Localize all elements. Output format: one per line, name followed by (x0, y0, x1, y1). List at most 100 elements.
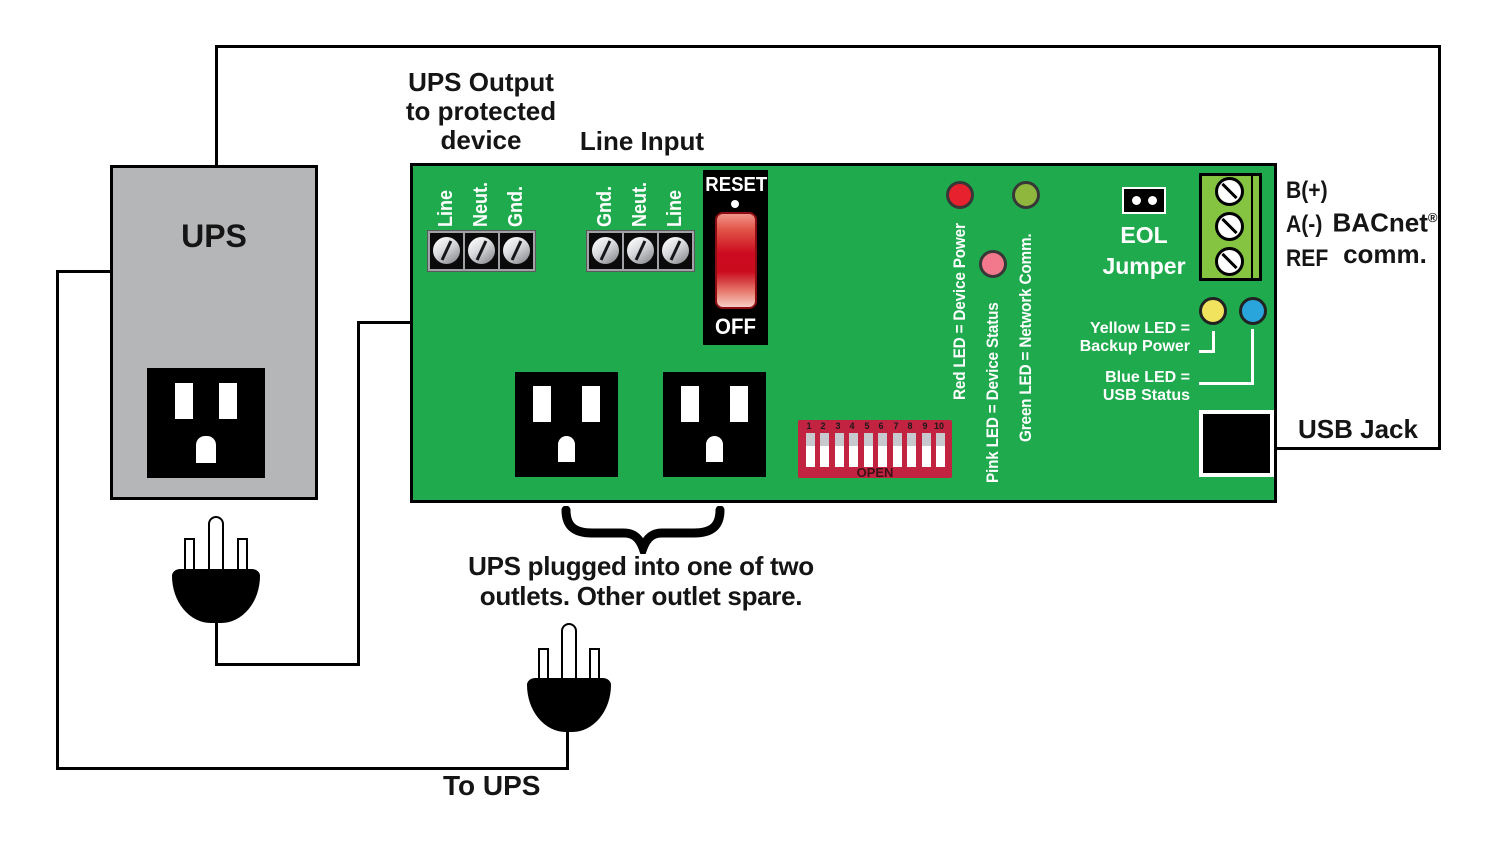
dip-number: 6 (878, 421, 884, 431)
dip-number: 5 (864, 421, 870, 431)
terminal-cell (589, 233, 622, 269)
outlet-slot-icon (582, 386, 600, 422)
dip-toggle[interactable] (907, 433, 916, 467)
wire-usb-cable-seg1 (215, 45, 218, 168)
reset-label: RESET (705, 174, 768, 196)
reset-switch[interactable]: RESET OFF (703, 170, 768, 345)
board-outlet-2 (663, 372, 766, 477)
dip-switch[interactable]: 1 2 3 4 5 6 7 8 9 10 OPEN (798, 420, 952, 480)
ups-output-terminal-block (427, 230, 536, 272)
yellow-led-label: Yellow LED = Backup Power (1060, 320, 1190, 356)
dip-toggle[interactable] (922, 433, 931, 467)
terminal-cell (659, 233, 692, 269)
jumper-pin-icon (1148, 196, 1157, 205)
plug-prong-icon (184, 538, 195, 571)
blue-led-leader (1251, 329, 1254, 385)
terminal-cell (430, 233, 463, 269)
outlet-ground-icon (196, 436, 216, 463)
blue-led-label-line1: Blue LED = (1105, 369, 1190, 386)
screw-icon (662, 237, 689, 264)
screw-icon (433, 237, 460, 264)
plug-prong-icon (538, 648, 549, 680)
eol-label-line2: Jumper (1102, 253, 1186, 279)
line-input-terminal-block (586, 230, 695, 272)
board-outlet-1 (515, 372, 618, 477)
green-led-label: Green LED = Network Comm. (1016, 233, 1035, 442)
ups-output-heading-line1: UPS Output (408, 67, 554, 97)
off-label: OFF (715, 314, 756, 339)
blue-led-label-line2: USB Status (1102, 387, 1190, 404)
terminal-label-neut-1: Neut. (470, 182, 492, 227)
screw-icon (592, 237, 619, 264)
line-input-heading: Line Input (579, 126, 705, 156)
dip-toggle[interactable] (806, 433, 815, 467)
red-led-label: Red LED = Device Power (950, 223, 969, 400)
eol-jumper[interactable] (1122, 187, 1166, 214)
yellow-led-icon (1199, 297, 1227, 325)
blue-led-leader (1199, 382, 1254, 385)
yellow-led-label-line2: Backup Power (1079, 338, 1190, 355)
outlet-slot-icon (175, 383, 193, 419)
plug-prong-icon (589, 648, 600, 680)
dip-number: 4 (849, 421, 855, 431)
wire-to-ups-seg1 (56, 270, 112, 273)
dip-number: 9 (922, 421, 928, 431)
dip-toggle[interactable] (893, 433, 902, 467)
wire-usb-cable-seg4 (1277, 447, 1440, 450)
dip-number: 7 (893, 421, 899, 431)
terminal-cell (500, 233, 533, 269)
rocker-button[interactable] (715, 212, 757, 309)
wire-to-ups-seg3 (56, 767, 569, 770)
terminal-label-gnd-2: Gnd. (594, 186, 616, 227)
outlet-caption: UPS plugged into one of two outlets. Oth… (391, 551, 891, 611)
blue-led-icon (1239, 297, 1267, 325)
pink-led-label: Pink LED = Device Status (983, 302, 1002, 483)
outlet-caption-line2: outlets. Other outlet spare. (479, 581, 803, 611)
bacnet-name: BACnet® (1332, 207, 1438, 238)
wire-usb-cable-seg2 (215, 45, 1441, 48)
block-divider (1251, 176, 1253, 278)
screw-icon (468, 237, 495, 264)
bacnet-comm: comm. (1343, 238, 1427, 269)
plug-prong-icon (237, 538, 248, 571)
wire-ups-plug-seg4 (357, 321, 413, 324)
yellow-led-label-line1: Yellow LED = (1089, 320, 1190, 337)
eol-label-line1: EOL (1120, 222, 1168, 248)
outlet-ground-icon (558, 436, 575, 462)
bacnet-terminal-a: A(-) (1286, 211, 1323, 238)
screw-icon (1215, 212, 1244, 241)
wire-to-ups-seg4 (566, 730, 569, 770)
dip-toggle[interactable] (849, 433, 858, 467)
usb-jack[interactable] (1199, 410, 1274, 477)
outlet-slot-icon (681, 386, 699, 422)
dip-toggle[interactable] (936, 433, 945, 467)
terminal-label-line-2: Line (664, 189, 686, 227)
dip-toggle[interactable] (820, 433, 829, 467)
dip-number: 8 (907, 421, 913, 431)
blue-led-label: Blue LED = USB Status (1060, 369, 1190, 405)
dip-open-label: OPEN (856, 465, 894, 480)
terminal-label-line-1: Line (435, 189, 457, 227)
bacnet-terminal-b: B(+) (1286, 177, 1328, 204)
bacnet-terminal-ref: REF (1286, 245, 1329, 272)
dip-number: 2 (820, 421, 826, 431)
dip-number: 1 (806, 421, 812, 431)
yellow-led-leader (1212, 331, 1215, 353)
yellow-led-leader (1199, 350, 1215, 353)
dip-toggle[interactable] (835, 433, 844, 467)
plug-body-icon (527, 678, 611, 732)
dip-toggle[interactable] (864, 433, 873, 467)
outlet-ground-icon (706, 436, 723, 462)
terminal-cell (465, 233, 498, 269)
dip-toggle[interactable] (878, 433, 887, 467)
plug-ground-prong-icon (208, 516, 224, 572)
outlet-slot-icon (219, 383, 237, 419)
green-led-icon (1012, 181, 1040, 209)
wire-usb-cable-seg3 (1438, 45, 1441, 450)
red-led-icon (946, 181, 974, 209)
ups-outlet-icon (147, 368, 265, 478)
usb-jack-label: USB Jack (1298, 414, 1418, 444)
ups-output-heading-line2: to protected (405, 96, 557, 126)
ups-output-heading: UPS Output to protected device (378, 68, 584, 155)
